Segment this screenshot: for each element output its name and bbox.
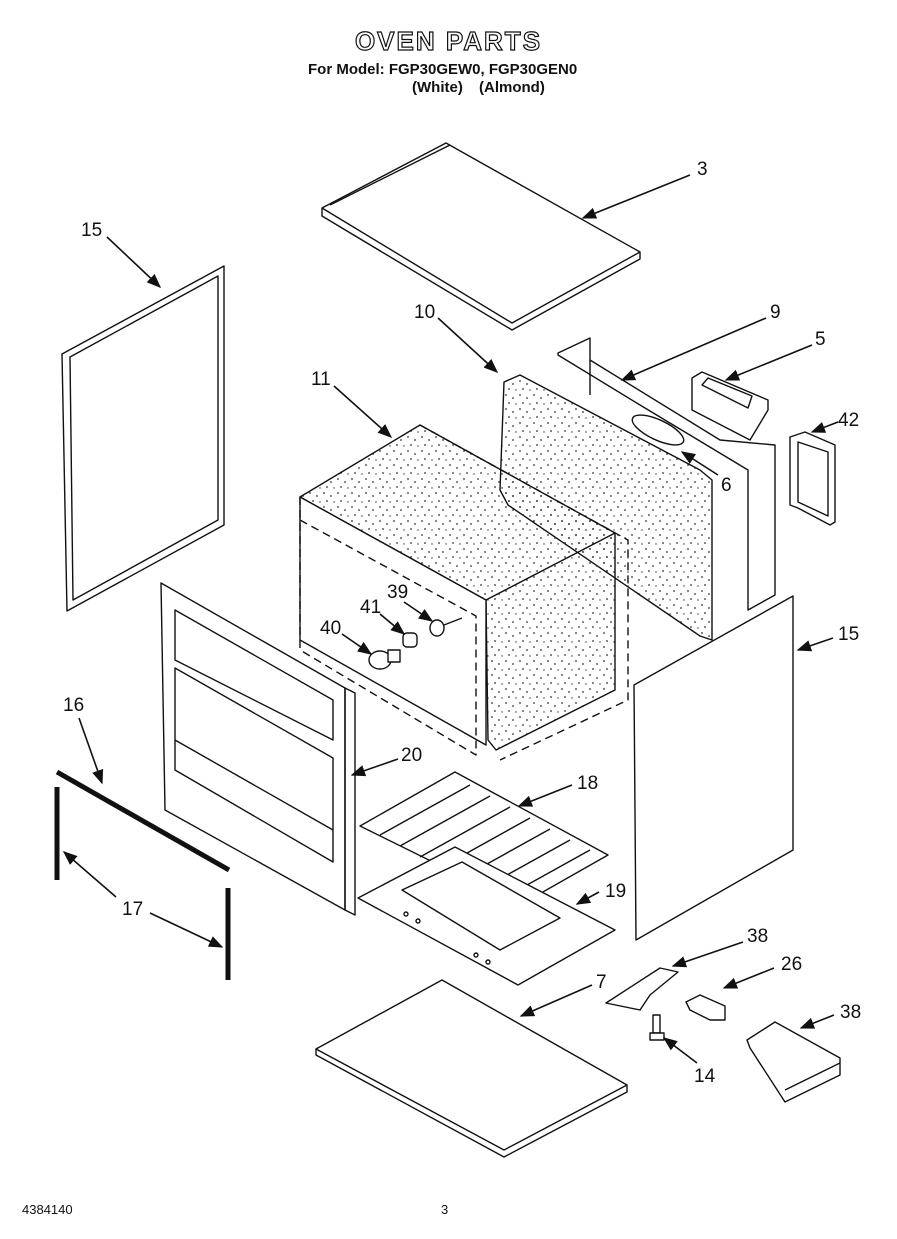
callout-7: 7: [596, 972, 607, 993]
page-number: 3: [441, 1202, 449, 1217]
document-number: 4384140: [22, 1202, 73, 1217]
callout-16: 16: [63, 695, 84, 716]
callout-5: 5: [815, 329, 826, 350]
bracket-part-38-lower: [746, 1021, 841, 1103]
callout-26: 26: [781, 954, 802, 975]
spacer-part-41: [402, 632, 418, 648]
callout-20: 20: [401, 745, 422, 766]
front-frame-part: [160, 582, 356, 916]
callout-18: 18: [577, 773, 598, 794]
callout-15-left: 15: [81, 220, 102, 241]
callout-42: 42: [838, 410, 859, 431]
socket-part-39: [429, 619, 445, 637]
callout-11: 11: [311, 369, 331, 390]
callout-10: 10: [414, 302, 435, 323]
leader-arrows: [62, 174, 839, 1064]
callout-41: 41: [360, 597, 381, 618]
callout-15-right: 15: [838, 624, 859, 645]
page-title: OVEN PARTS: [354, 25, 543, 56]
rear-panel-part: [557, 337, 776, 611]
callout-17: 17: [122, 899, 143, 920]
callout-6: 6: [721, 475, 732, 496]
callout-39: 39: [387, 582, 408, 603]
knob-assembly: [368, 617, 463, 670]
callout-38-upper: 38: [747, 926, 768, 947]
vent-bracket-part: [691, 371, 769, 441]
callout-3: 3: [697, 159, 708, 180]
oven-insulation-part: [299, 424, 629, 761]
bottom-panel-part: [315, 979, 628, 1158]
bracket-part-38-upper: [605, 967, 679, 1011]
trim-strip-part-16: [55, 769, 231, 873]
vent-oval-part: [631, 414, 685, 446]
small-bracket-part: [789, 431, 836, 526]
broiler-pan-part: [357, 846, 616, 986]
callout-labels: 3 15 10 9 5 11 42 6 39 41 40 15 16 20 18…: [63, 159, 861, 1087]
left-side-panel-part: [61, 265, 225, 612]
socket-wire: [443, 617, 463, 626]
top-panel-part: [321, 142, 641, 331]
screw-part-14: [649, 1014, 665, 1041]
callout-9: 9: [770, 302, 781, 323]
clip-part-26: [685, 994, 726, 1021]
color-almond: (Almond): [479, 79, 545, 96]
callout-14: 14: [694, 1066, 716, 1087]
model-line: For Model: FGP30GEW0, FGP30GEN0: [308, 61, 578, 78]
callout-38-lower: 38: [840, 1002, 861, 1023]
color-white: (White): [412, 79, 463, 96]
callout-40: 40: [320, 618, 341, 639]
callout-19: 19: [605, 881, 626, 902]
trim-strips: [54, 769, 231, 980]
color-variants: (White) (Almond): [412, 79, 557, 96]
right-side-panel-part: [633, 595, 794, 941]
